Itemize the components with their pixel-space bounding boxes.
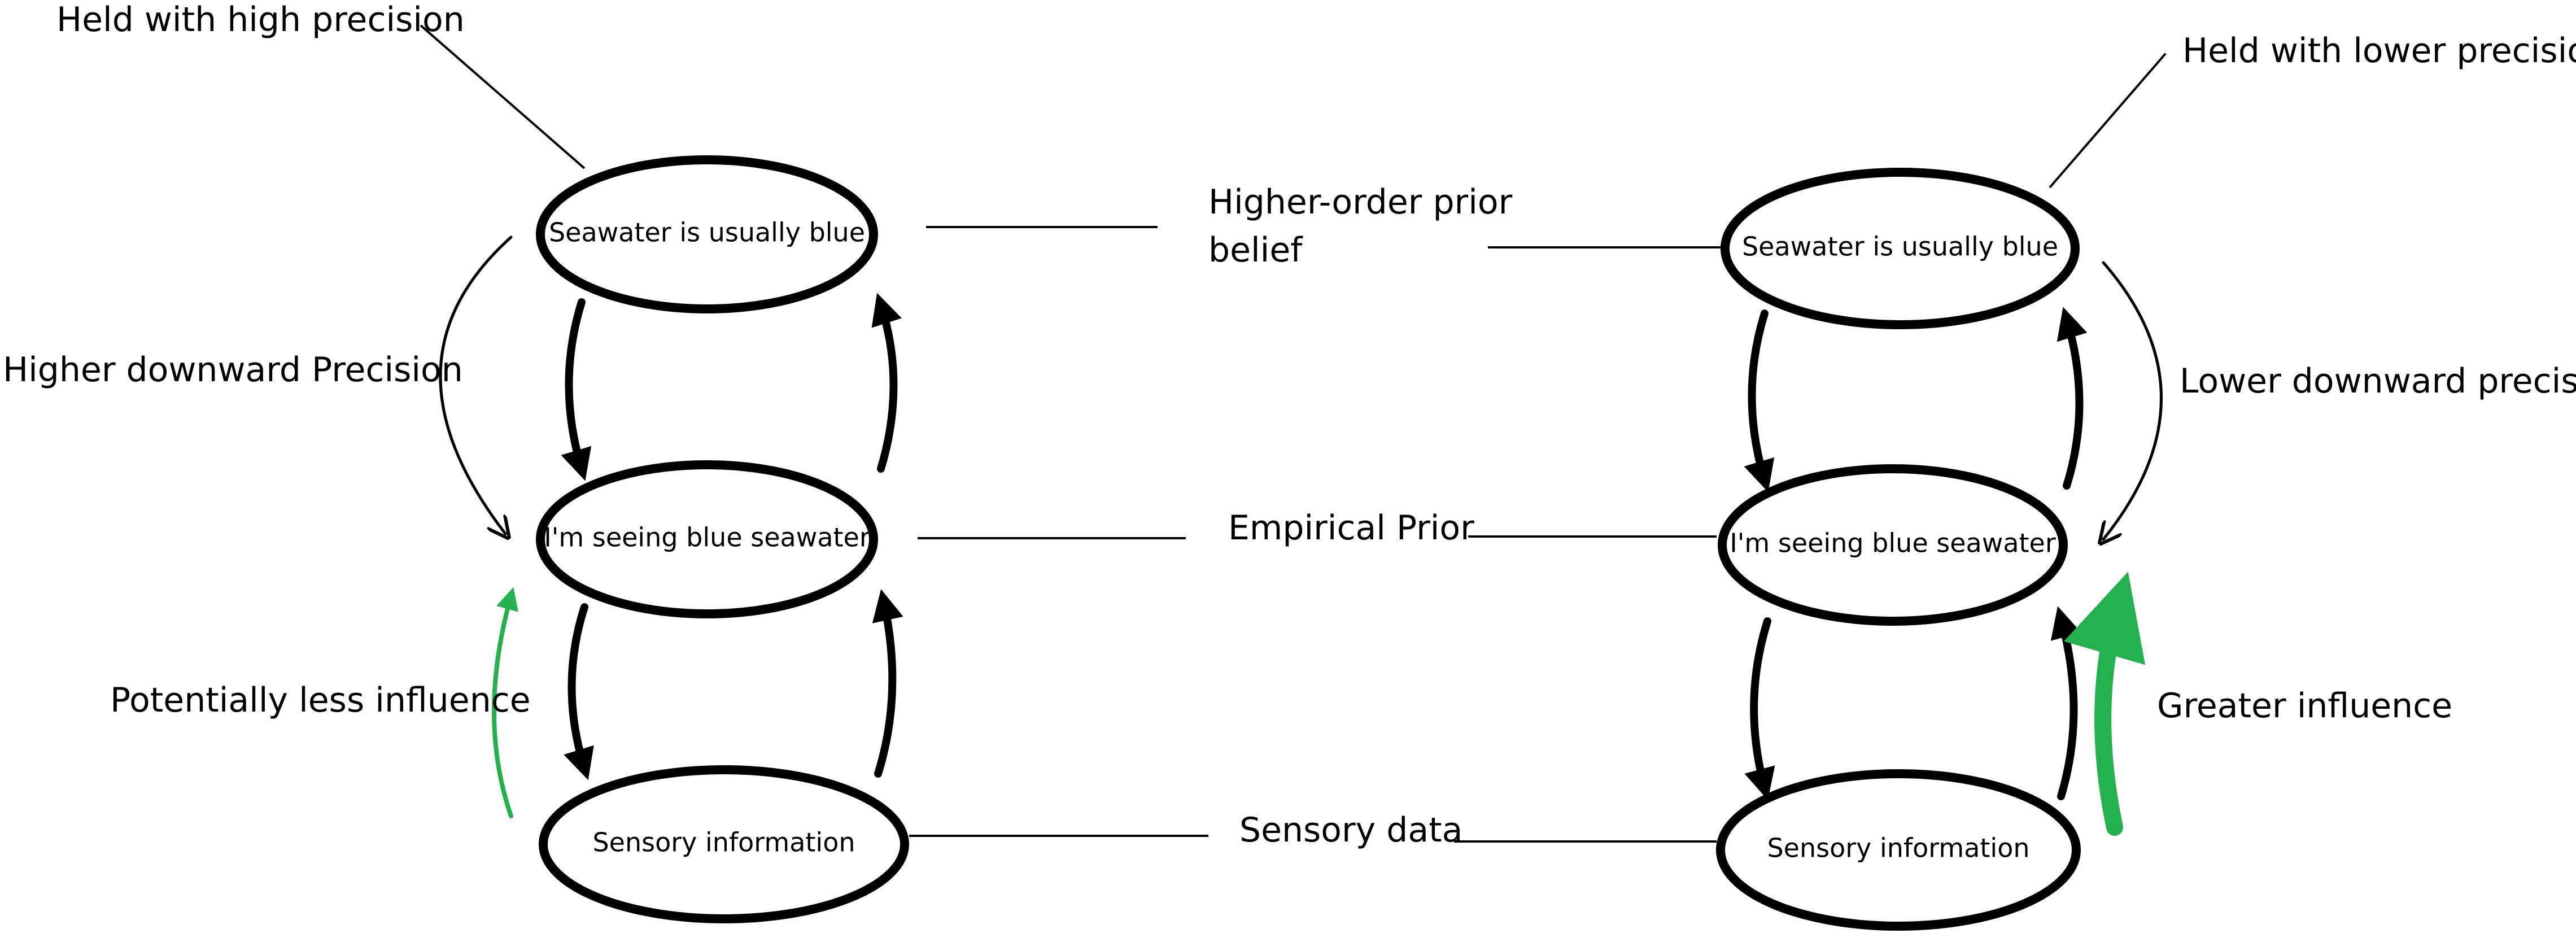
- middle-level-label: Empirical Prior: [1228, 508, 1474, 548]
- left-top-node: [536, 155, 878, 313]
- left-model: Held with high precision Seawater is usu…: [3, 0, 909, 923]
- left-bottom-node-label: Sensory information: [592, 827, 855, 858]
- left-middle-node-label: I'm seeing blue seawater: [544, 522, 870, 553]
- bottom-level-label: Sensory data: [1239, 810, 1462, 850]
- left-downward-label: Higher downward Precision: [3, 350, 463, 390]
- left-influence-label: Potentially less influence: [110, 681, 531, 720]
- right-influence-label: Greater influence: [2157, 686, 2452, 726]
- right-model: Held with lower precision Seawater is us…: [1716, 31, 2576, 931]
- right-middle-to-bottom-arrow: [1744, 617, 1775, 800]
- left-top-to-middle-arrow: [561, 298, 592, 481]
- right-top-node-label: Seawater is usually blue: [1742, 232, 2058, 262]
- right-bottom-to-middle-arrow: [2050, 606, 2081, 800]
- left-top-node-label: Seawater is usually blue: [549, 217, 865, 248]
- left-precision-pointer: [420, 24, 586, 169]
- level-labels: Higher-order prior belief Empirical Prio…: [909, 182, 1722, 850]
- right-precision-note: Held with lower precision: [2182, 31, 2576, 71]
- left-middle-to-bottom-arrow: [564, 603, 594, 780]
- right-bottom-node-label: Sensory information: [1767, 833, 2029, 864]
- left-influence-arrow: [492, 587, 518, 818]
- right-influence-arrow: [2063, 572, 2146, 836]
- right-downward-label: Lower downward precision: [2180, 361, 2576, 401]
- right-middle-node: [1718, 464, 2068, 626]
- right-top-node: [1721, 168, 2080, 329]
- top-level-label-line2: belief: [1208, 230, 1303, 270]
- left-downward-precision-arrow: [439, 236, 513, 534]
- left-bottom-node: [539, 765, 909, 923]
- left-middle-node: [536, 460, 878, 618]
- left-bottom-to-middle-arrow: [872, 589, 903, 778]
- left-precision-note: Held with high precision: [56, 0, 465, 40]
- right-middle-node-label: I'm seeing blue seawater: [1730, 528, 2056, 559]
- left-middle-to-top-arrow: [871, 293, 902, 473]
- right-downward-precision-arrow: [2103, 261, 2163, 539]
- right-bottom-node: [1716, 769, 2081, 931]
- right-precision-pointer: [2049, 53, 2167, 189]
- top-level-label-line1: Higher-order prior: [1208, 182, 1513, 222]
- right-top-to-middle-arrow: [1744, 309, 1775, 492]
- right-middle-to-top-arrow: [2057, 307, 2088, 490]
